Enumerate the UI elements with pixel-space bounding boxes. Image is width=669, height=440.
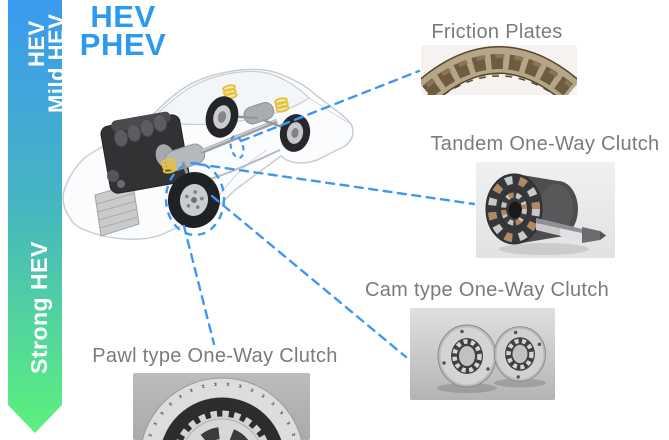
friction-plates-image [421, 45, 577, 95]
title-line-hev: HEV [90, 0, 156, 34]
car-rear-left-wheel [205, 96, 239, 138]
friction-plates-label: Friction Plates [431, 21, 563, 43]
page-title: HEV PHEV [76, 0, 170, 62]
banner-label-strong-hev: Strong HEV [26, 241, 52, 374]
car-radiator [94, 183, 140, 237]
cam-type-one-way-clutch-label: Cam type One-Way Clutch [364, 279, 610, 301]
title-line-phev: PHEV [79, 27, 167, 62]
tandem-one-way-clutch-label: Tandem One-Way Clutch [430, 133, 660, 155]
tandem-one-way-clutch-image [476, 162, 615, 258]
pawl-type-one-way-clutch-image [133, 373, 310, 440]
hev-level-gradient-arrow: HEV Mild HEV Strong HEV [8, 0, 62, 433]
pawl-type-one-way-clutch-label: Pawl type One-Way Clutch [92, 345, 338, 367]
cam-type-one-way-clutch-image [410, 308, 555, 400]
vehicle-cutaway-illustration [62, 68, 354, 240]
